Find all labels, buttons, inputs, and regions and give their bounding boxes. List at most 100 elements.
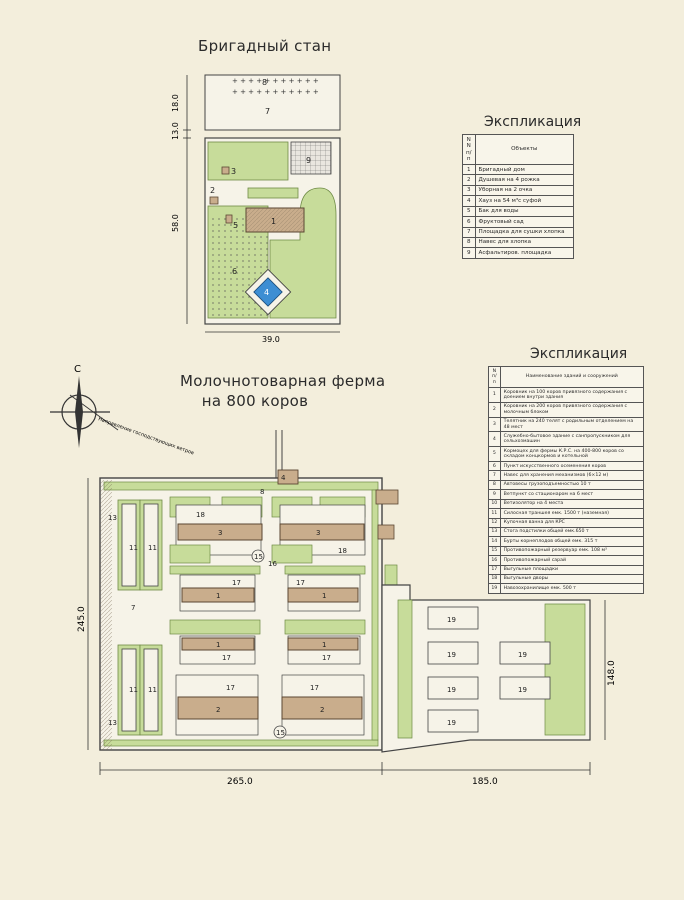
vet-isolator [377, 524, 395, 540]
manure-storage [427, 709, 479, 733]
plan-label: 17 [222, 654, 231, 662]
silage-trench [143, 648, 159, 732]
fire-reservoir [251, 549, 265, 563]
green-plot [284, 619, 366, 635]
plan-label: 11 [129, 544, 138, 552]
svg-text:+ + + + + + + + + + +: + + + + + + + + + + + [232, 88, 319, 96]
plan-label: 19 [447, 686, 456, 694]
plan-label: 8 [262, 78, 267, 87]
brigade-canopy-crosses: + + + + + + + + + + + + + + + + + + + + … [232, 77, 319, 96]
plan-label: 18 [196, 511, 205, 519]
plan-label: 3 [316, 529, 320, 537]
cowshed-100 [287, 637, 359, 651]
green-strip [247, 187, 299, 199]
green-plot [169, 619, 261, 635]
cowshed-100 [181, 587, 255, 603]
plan-label: 19 [447, 616, 456, 624]
plan-label: 6 [232, 267, 237, 276]
manure-storage [499, 641, 551, 665]
manure-storage [499, 676, 551, 700]
plan-label: 1 [322, 641, 326, 649]
asphalt-pad [290, 141, 332, 175]
svg-text:+ + + + + + + + + + +: + + + + + + + + + + + [232, 77, 319, 85]
wind-direction-arrow-icon [69, 394, 119, 431]
plan-label: 3 [218, 529, 222, 537]
plan-label: 13 [108, 719, 117, 727]
cowshed-200 [177, 696, 259, 720]
plan-label: 17 [296, 579, 305, 587]
compass-north-letter: С [74, 364, 81, 375]
plan-label: 17 [310, 684, 319, 692]
compass: С Направление господствующих ветров [50, 364, 195, 457]
green-belt [544, 603, 586, 736]
fire-reservoir [273, 725, 287, 739]
green-belt [371, 489, 379, 741]
brigade-explication-title: Экспликация [484, 114, 582, 130]
manure-storage [427, 606, 479, 630]
plan-label: 8 [260, 488, 264, 496]
plan-label: 1 [216, 641, 220, 649]
wind-label: Направление господствующих ветров [97, 416, 194, 456]
plan-label: 7 [131, 604, 135, 612]
plan-label: 19 [447, 651, 456, 659]
plan-label: 7 [265, 107, 270, 116]
farm-explication-title: Экспликация [530, 346, 628, 362]
plan-label: 19 [518, 686, 527, 694]
dim-label: 39.0 [262, 335, 280, 344]
toilet-building [221, 166, 230, 175]
brigade-title: Бригадный стан [198, 37, 332, 55]
plan-label: 3 [231, 167, 236, 176]
dim-label: 245.0 [77, 606, 87, 632]
green-belt [103, 739, 379, 747]
plan-label: 1 [216, 592, 220, 600]
plan-label: 1 [271, 217, 276, 226]
green-belt [103, 481, 379, 491]
dim-label: 13.0 [171, 122, 180, 140]
plan-label: 2 [210, 186, 215, 195]
plan-label: 17 [322, 654, 331, 662]
farm-explication-table: N п/п Наименование зданий и сооружений 1… [488, 366, 645, 594]
plan-label: 16 [268, 560, 277, 568]
plan-label: 2 [320, 706, 324, 714]
dim-label: 18.0 [171, 94, 180, 112]
plan-label: 17 [232, 579, 241, 587]
plan-label: 5 [233, 221, 238, 230]
calf-barn [279, 523, 365, 541]
shower-building [209, 196, 219, 205]
vet-building [375, 489, 399, 505]
manure-storage [427, 641, 479, 665]
green-plot [169, 544, 211, 564]
silage-trench [121, 648, 137, 732]
silage-trench [143, 503, 159, 587]
farm-plan: 265.0 185.0 245.0 148.0 4 11 11 11 11 18… [77, 430, 617, 787]
plan-label: 9 [306, 156, 311, 165]
green-plot [271, 544, 313, 564]
plan-label: 2 [216, 706, 220, 714]
plan-label: 15 [276, 729, 285, 737]
water-tank [225, 214, 233, 224]
cowshed-100 [287, 587, 359, 603]
plan-label: 4 [281, 474, 286, 482]
service-building [277, 469, 299, 485]
plan-label: 11 [148, 686, 157, 694]
bedding-stacks-strip [100, 480, 112, 750]
green-plot [169, 565, 261, 575]
compass-needle-icon [75, 376, 83, 448]
farm-title-line2: на 800 коров [201, 392, 309, 410]
plan-label: 4 [264, 288, 269, 297]
plan-label: 13 [108, 514, 117, 522]
green-area [207, 141, 289, 181]
green-plot [284, 565, 366, 575]
cowshed-100 [181, 637, 255, 651]
dim-label: 185.0 [472, 777, 498, 787]
plan-label: 1 [322, 592, 326, 600]
brigade-drying-area [204, 74, 341, 131]
dim-label: 265.0 [227, 777, 253, 787]
green-belt [397, 599, 413, 739]
